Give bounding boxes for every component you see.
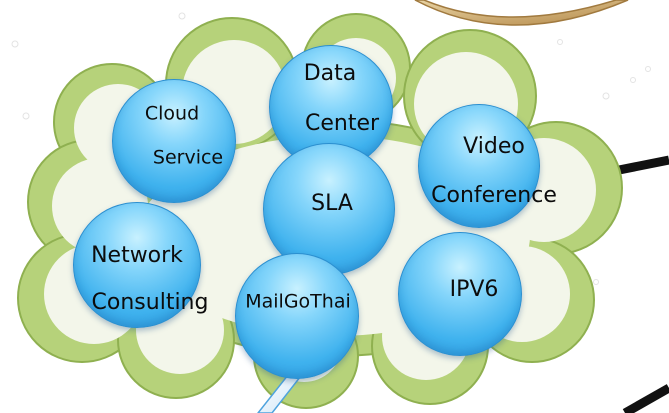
- node-label-network-consulting-line-1: Network: [91, 243, 183, 268]
- connector-line-bottom: [622, 384, 669, 413]
- node-label-data-center-line-2: Center: [304, 111, 380, 136]
- bubble-mailgothai: [235, 253, 359, 379]
- node-label-data-center-line-1: Data: [303, 61, 357, 86]
- node-label-network-consulting-line-2: Consulting: [91, 290, 209, 315]
- node-label-mailgothai: MailGoThai: [245, 290, 351, 313]
- node-label-video-conference-line-1: Video: [463, 134, 525, 159]
- bubble-cloud-service: [112, 79, 236, 203]
- node-label-sla: SLA: [311, 191, 353, 216]
- bubble-video-conference: [418, 104, 540, 228]
- bubble-network-consulting: [73, 202, 201, 328]
- bubble-ipv6: [398, 232, 522, 356]
- node-label-video-conference-line-2: Conference: [431, 183, 557, 208]
- node-label-cloud-service-line-2: Service: [152, 146, 224, 169]
- node-label-ipv6: IPV6: [449, 277, 499, 302]
- frame-arc: [414, 0, 629, 26]
- node-label-cloud-service-line-1: Cloud: [144, 102, 200, 125]
